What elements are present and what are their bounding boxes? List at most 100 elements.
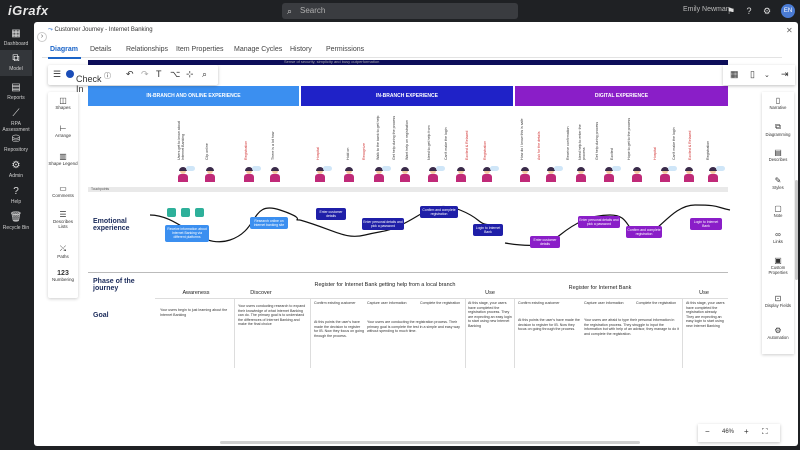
step-label: Recognize (362, 143, 366, 160)
collapse-panel-icon[interactable]: ⇥ (781, 69, 789, 79)
journey-step-box[interactable]: Enter customer details (316, 208, 346, 221)
narrative-tool[interactable]: ▯Narrative (762, 96, 794, 110)
arrange-icon: ⊢ (59, 124, 67, 133)
automation-tool[interactable]: ⚙Automation (762, 326, 794, 340)
vertical-scrollbar[interactable] (795, 180, 798, 280)
phase-use-digital[interactable]: Use (699, 290, 709, 296)
legend-icon: ▥ (59, 152, 67, 161)
phase-register-digital[interactable]: Register for Internet Bank (568, 285, 632, 291)
tab-bar: Diagram Details Relationships Item Prope… (42, 44, 782, 58)
zoom-in-button[interactable]: + (744, 427, 749, 436)
step-label: Get help during the process (392, 115, 396, 160)
goal-text: Your users are afraid to type their pers… (584, 318, 679, 336)
tab-relationships[interactable]: Relationships (126, 46, 169, 53)
journey-step-box[interactable]: Enter personal details and pick a passwo… (362, 218, 404, 231)
journey-step-box[interactable]: Research online on Internet banking site (250, 217, 288, 230)
journey-step-box[interactable]: Login to Internet Bank (690, 218, 722, 231)
persona-figure (400, 167, 410, 184)
format-painter-icon[interactable]: ⊹ (186, 69, 194, 79)
persona-figure (660, 167, 670, 184)
shape-legend-tool[interactable]: ▥Shape Legend (48, 152, 78, 166)
thought-bubble (668, 166, 677, 171)
paths-tool[interactable]: ⤯Paths (48, 244, 78, 259)
document-icon[interactable]: ▯ (750, 69, 755, 79)
search-input[interactable]: ⌕Search (282, 3, 518, 19)
nav-recycle-bin[interactable]: 🗑Recycle Bin (0, 212, 32, 231)
phase-awareness[interactable]: Awareness (182, 290, 210, 296)
avatar[interactable]: EN (781, 4, 795, 18)
styles-tool[interactable]: ✎Styles (762, 176, 794, 190)
tab-history[interactable]: History (290, 46, 312, 53)
channel-icon (195, 208, 204, 217)
journey-step-box[interactable]: Enter personal details and pick a passwo… (578, 216, 620, 229)
undo-icon[interactable]: ↶ (126, 69, 134, 79)
phase-register-branch[interactable]: Register for Internet Bank getting help … (314, 282, 456, 288)
goal-text: Your users begin to just learning about … (160, 308, 228, 317)
band-in-branch-online[interactable]: IN-BRANCH AND ONLINE EXPERIENCE (88, 86, 299, 106)
zoom-out-button[interactable]: − (705, 427, 710, 436)
notifications-icon[interactable]: ⚑ (726, 6, 736, 16)
menu-icon[interactable]: ☰ (53, 69, 62, 79)
close-icon[interactable]: ✕ (786, 26, 793, 35)
nav-model[interactable]: ⧉Model (0, 50, 32, 76)
step-label: Registration (244, 140, 248, 160)
journey-step-box[interactable]: Enter customer details (530, 236, 560, 249)
tab-permissions[interactable]: Permissions (326, 46, 365, 53)
band-digital[interactable]: DIGITAL EXPERIENCE (515, 86, 728, 106)
persona-figure (374, 167, 384, 184)
collapse-button[interactable]: › (37, 32, 47, 42)
shapes-tool[interactable]: ◫Shapes (48, 96, 78, 110)
goal-text: At this points the user's have made the … (314, 320, 364, 338)
divider (155, 298, 728, 299)
diagram-canvas[interactable] (48, 60, 760, 442)
tab-diagram[interactable]: Diagram (50, 46, 79, 53)
grid-view-icon[interactable]: ▦ (730, 69, 739, 79)
nav-reports[interactable]: ▤Reports (0, 82, 32, 101)
tab-manage-cycles[interactable]: Manage Cycles (234, 46, 283, 53)
redo-icon[interactable]: ↷ (141, 69, 149, 79)
text-icon[interactable]: T (156, 69, 162, 79)
search-icon: ⌕ (287, 6, 293, 16)
display-fields-tool[interactable]: ⊡Display Fields (762, 294, 794, 308)
help-icon[interactable]: ? (746, 6, 752, 16)
phase-use[interactable]: Use (485, 290, 495, 296)
journey-step-box[interactable]: Receive information about Internet Banki… (165, 225, 209, 242)
journey-step-box[interactable]: Login to Internet Bank (473, 224, 503, 237)
arrange-tool[interactable]: ⊢Arrange (48, 124, 78, 138)
journey-step-box[interactable]: Confirm and complete registration (420, 206, 458, 219)
check-in-button[interactable]: Check In (66, 70, 102, 94)
note-tool[interactable]: ▢Note (762, 204, 794, 218)
diagramming-tool[interactable]: ⧉Diagramming (762, 122, 794, 137)
chevron-down-icon[interactable]: ⌄ (764, 72, 770, 79)
nav-help[interactable]: ?Help (0, 186, 32, 205)
display-fields-icon: ⊡ (774, 294, 782, 303)
tab-details[interactable]: Details (90, 46, 112, 53)
fit-screen-icon[interactable]: ⛶ (762, 427, 768, 436)
comments-tool[interactable]: ▭Comments (48, 184, 78, 198)
nav-dashboard[interactable]: ▦Dashboard (0, 28, 32, 47)
reports-icon: ▤ (11, 82, 21, 93)
band-in-branch[interactable]: IN-BRANCH EXPERIENCE (301, 86, 513, 106)
grid-icon: ▦ (11, 28, 21, 39)
links-tool[interactable]: ∞Links (762, 230, 794, 244)
tab-item-properties[interactable]: Item Properties (176, 46, 224, 53)
gear-icon[interactable]: ⚙ (762, 6, 772, 16)
custom-properties-tool[interactable]: ▣Custom Properties (762, 256, 794, 275)
info-icon[interactable]: ⓘ (104, 73, 111, 80)
user-name[interactable]: Emily Newman (683, 6, 730, 13)
horizontal-scrollbar[interactable] (220, 441, 640, 444)
divider (88, 272, 728, 273)
describes-lists-tool[interactable]: ☰Describes Lists (48, 210, 78, 229)
journey-step-box[interactable]: Confirm and complete registration (626, 226, 662, 239)
connector-icon[interactable]: ⌥ (170, 69, 181, 79)
phase-discover[interactable]: Discover (250, 290, 272, 296)
thought-bubble (252, 166, 261, 171)
nav-admin[interactable]: ⚙Admin (0, 160, 32, 179)
persona-figure (576, 167, 586, 184)
search-icon[interactable]: ⌕ (202, 69, 208, 79)
describes-tool[interactable]: ▤Describes (762, 148, 794, 162)
nav-repository[interactable]: ⛁Repository (0, 134, 32, 153)
nav-rpa-assessment[interactable]: ⟋RPA Assessment (0, 108, 32, 133)
persona-figure (482, 167, 492, 184)
